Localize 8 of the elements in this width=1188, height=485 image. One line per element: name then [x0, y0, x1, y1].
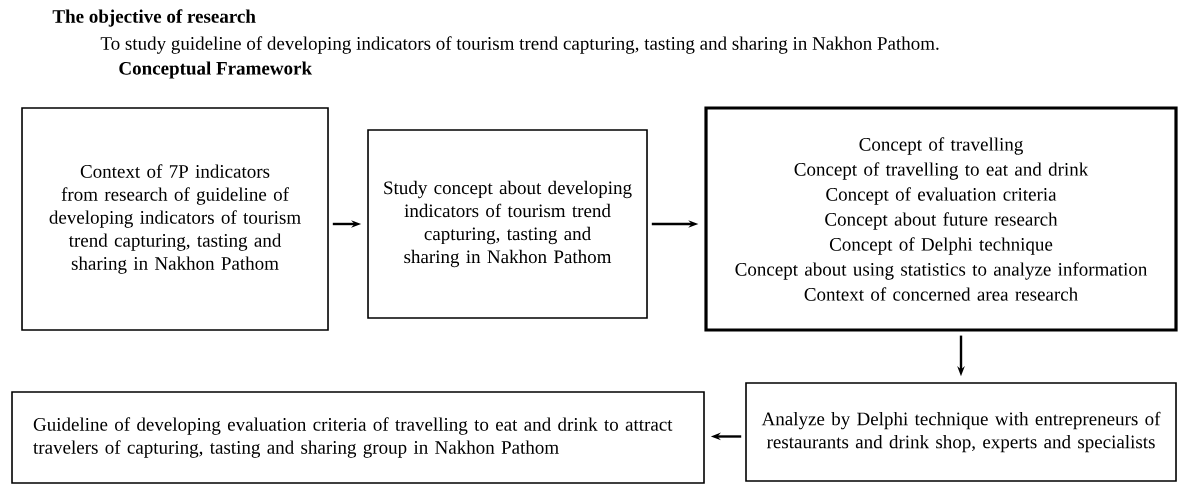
process-box: Analyze by Delphi technique with entrepreneurs of restaurants and drink shop, experts and specialists — [745, 382, 1177, 482]
text-line: Conceptual Framework — [119, 61, 313, 79]
process-box: Guideline of developing evaluation criteria of travelling to eat and drink to attract travelers of capturing, tasting and sharing group in Nakhon Pathom — [11, 391, 705, 484]
process-box: Concept of travelling Concept of travelling to eat and drink Concept of evaluation criteria Concept about future research Concept of Delphi technique Concept about using statistics to analyze information Context of concerned area research — [704, 106, 1178, 332]
process-box: Context of 7P indicators from research of guideline of developing indicators of tourism trend capturing, tasting and sharing in Nakhon Pathom — [21, 107, 329, 331]
text-line: The objective of research — [52, 9, 256, 27]
process-box: Study concept about developing indicators of tourism trend capturing, tasting and sharing in Nakhon Pathom — [367, 129, 648, 319]
text-line: To study guideline of developing indicators of tourism trend capturing, tasting and sharing in Nakhon Pathom. — [100, 36, 939, 54]
